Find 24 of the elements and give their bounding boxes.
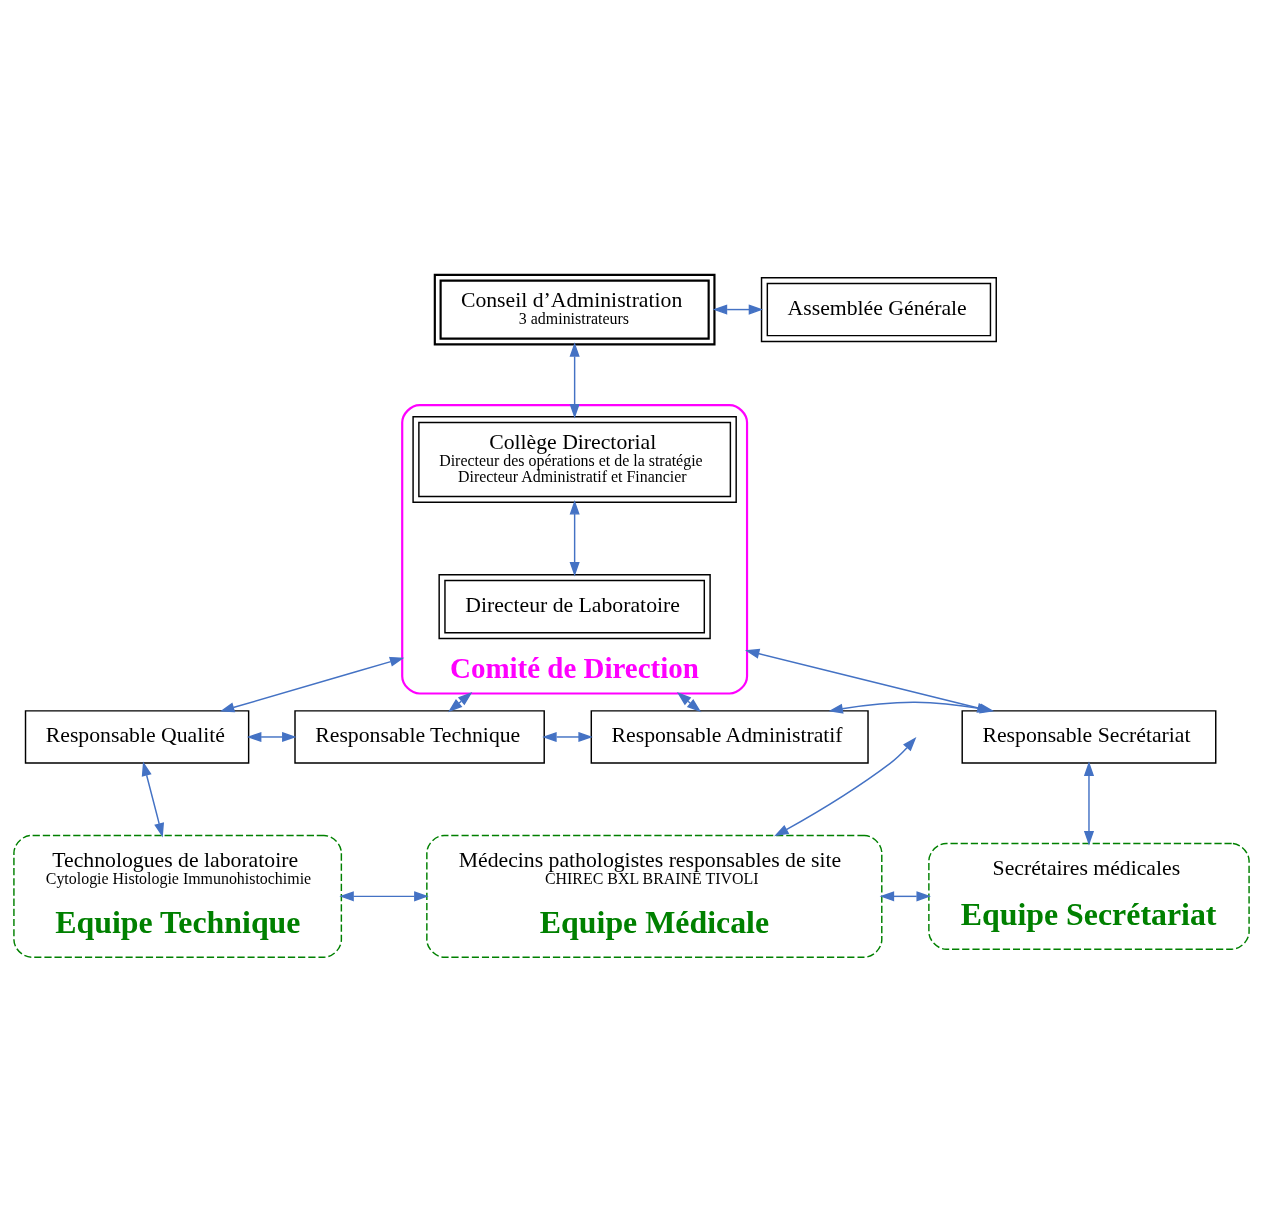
node-box: Responsable Qualité [24,710,250,764]
arrow [246,731,297,743]
node-box: Conseil d’Administration 3 administrateurs [433,273,716,346]
node-box: Responsable Secrétariat [961,710,1217,764]
arrow [569,342,580,419]
node-box: Médecins pathologistes responsables de site CHIREC BXL BRAINE TIVOLI Equipe Médicale [426,834,883,958]
node-box: Directeur de Laboratoire [438,574,711,640]
arrow [774,736,917,837]
arrow [879,891,931,902]
node-box: Technologues de laboratoire Cytologie Histologie Immunohistochimie Equipe Technique [13,834,343,958]
node-box: Assemblée Générale [760,276,997,343]
node-box: Secrétaires médicales Equipe Secrétariat [928,842,1250,950]
arrow [339,891,429,902]
arrow [676,692,702,713]
arrow [569,500,580,577]
arrow [1083,761,1095,846]
arrow [712,304,764,315]
node-box: Collège Directorial Directeur des opérations et de la stratégie Directeur Administratif et Financier [412,416,737,503]
arrow [542,731,593,743]
node-box: Responsable Technique [294,710,545,764]
node-box: Responsable Administratif [590,710,869,764]
arrow [448,692,473,713]
arrow [141,761,165,838]
arrow [219,656,405,713]
